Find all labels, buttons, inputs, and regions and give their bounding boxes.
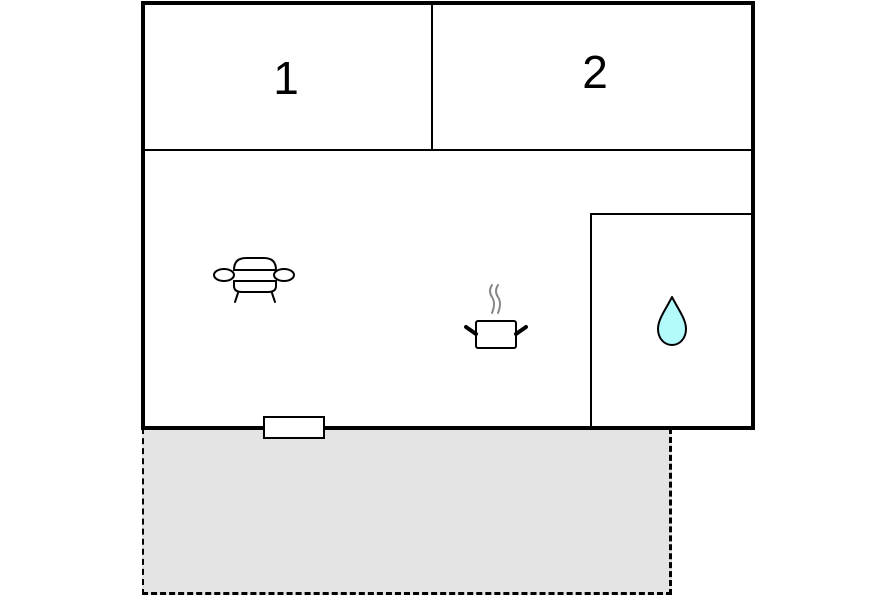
bedroom-wall bbox=[145, 149, 751, 151]
room-bedroom-1: 1 bbox=[145, 5, 431, 149]
room-bathroom bbox=[590, 213, 752, 428]
water-drop-icon bbox=[657, 296, 687, 346]
room-label-2: 2 bbox=[582, 46, 608, 98]
room-bedroom-2: 2 bbox=[433, 5, 751, 149]
sofa-icon bbox=[213, 257, 295, 303]
terrace-area bbox=[142, 428, 672, 595]
door bbox=[263, 416, 325, 439]
cooking-pot-icon bbox=[464, 284, 528, 349]
outer-walls bbox=[141, 1, 755, 430]
room-label-1: 1 bbox=[273, 52, 299, 104]
bedroom-divider-wall bbox=[431, 5, 433, 150]
